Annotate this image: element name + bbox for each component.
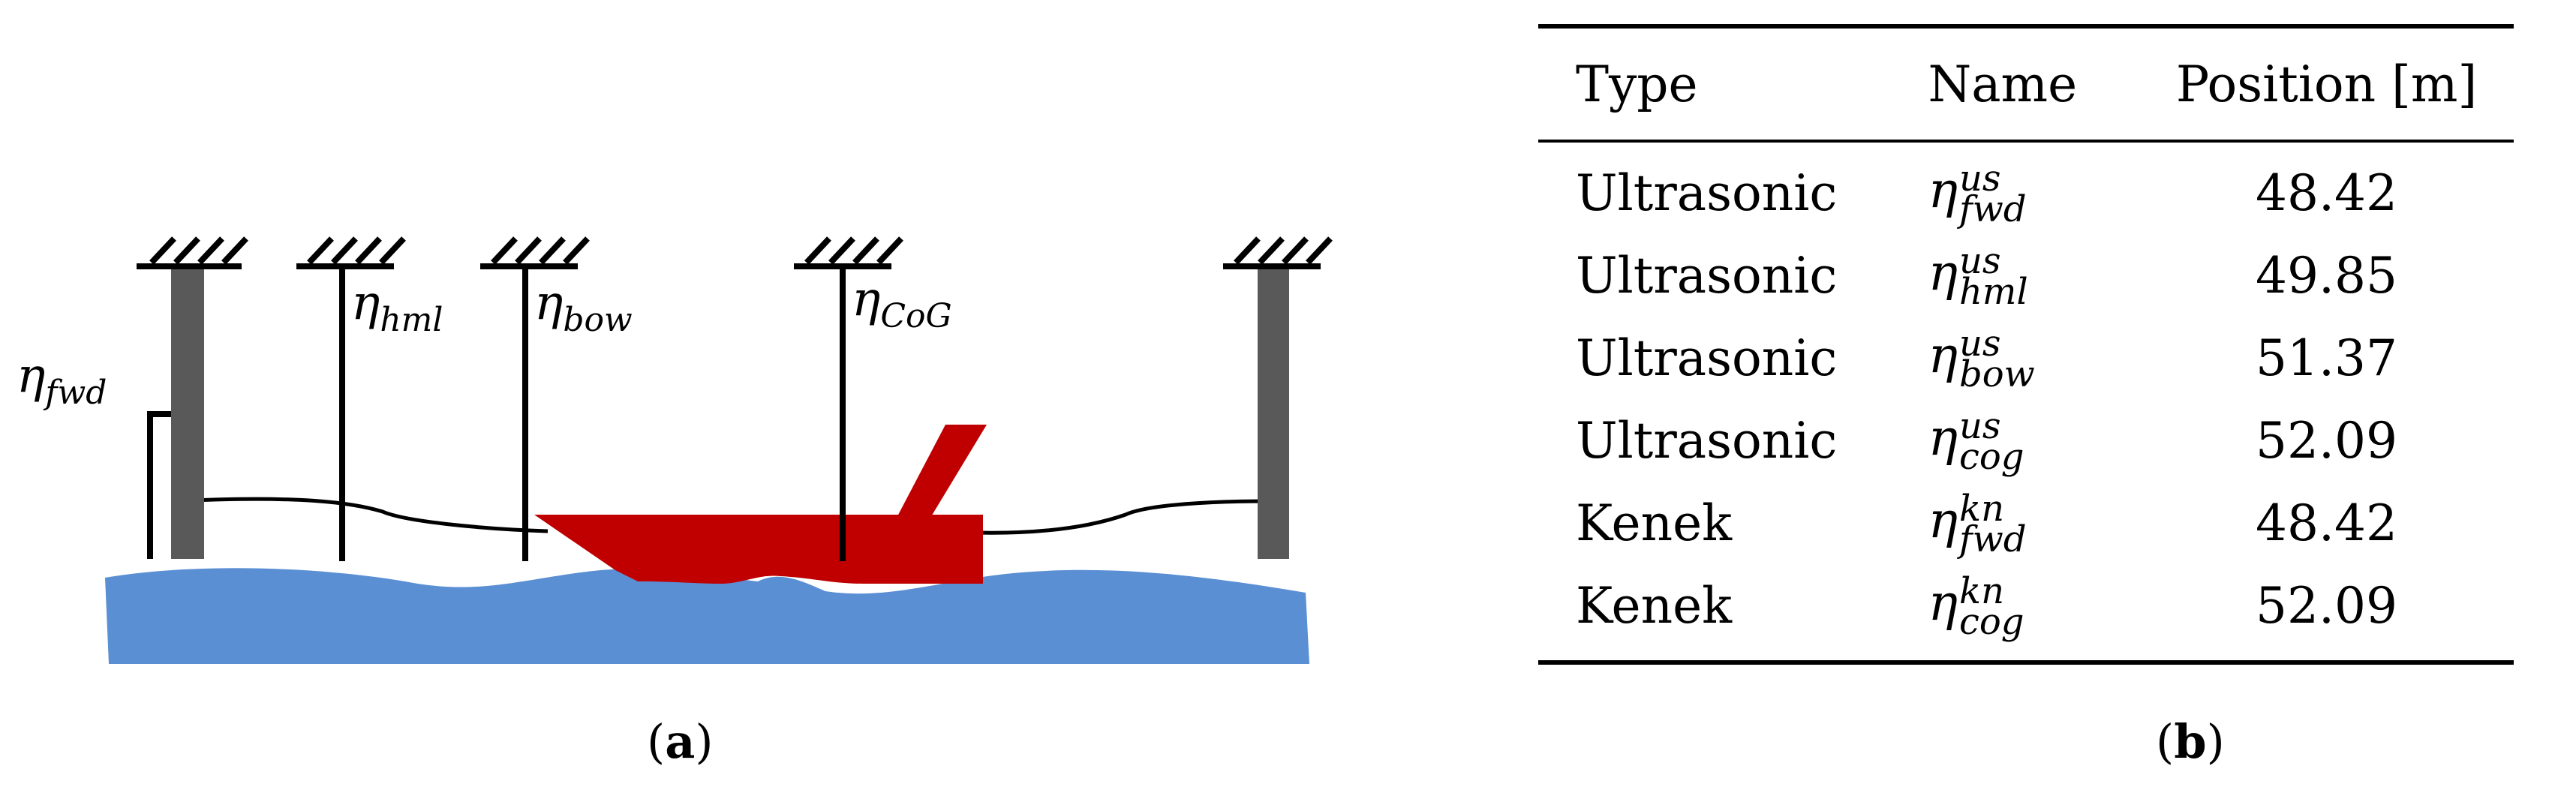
caption-b: (b) (2156, 714, 2225, 769)
left-tank-wall (171, 266, 204, 559)
cell-position: 49.85 (2256, 246, 2397, 305)
label-eta-hml: ηhml (351, 275, 443, 339)
header-type: Type (1576, 55, 1698, 113)
cell-type: Ultrasonic (1576, 164, 1838, 222)
cell-type: Ultrasonic (1576, 411, 1838, 470)
cell-type: Kenek (1538, 564, 1891, 665)
right-tank-wall (1258, 266, 1289, 559)
cell-position: 48.42 (2256, 494, 2397, 552)
cell-type: Ultrasonic (1576, 246, 1838, 305)
wave-gauge-cable (176, 497, 549, 533)
cell-position: 51.37 (2256, 329, 2397, 387)
label-eta-cog: ηCoG (852, 272, 952, 335)
ship-hull (534, 515, 983, 584)
label-eta-bow: ηbow (534, 275, 633, 339)
cell-type: Ultrasonic (1576, 329, 1838, 387)
header-name: Name (1928, 55, 2078, 113)
caption-a: (a) (647, 714, 714, 769)
label-eta-fwd: ηfwd (17, 348, 107, 412)
water-surface (105, 568, 1309, 664)
cell-position: 52.09 (2256, 411, 2397, 470)
cell-type: Kenek (1576, 494, 1733, 552)
gauge-rod-fwd (147, 411, 171, 559)
cell-position: 52.09 (2117, 564, 2514, 665)
towing-tank-diagram: ηfwd ηhml ηbow ηCoG (17, 236, 1333, 664)
wave-gauge-cable-right (975, 499, 1269, 535)
ship-superstructure (897, 425, 987, 518)
table-header-row: Type Name Position [m] (1538, 26, 2514, 141)
header-position: Position [m] (2175, 55, 2478, 113)
cell-position: 48.42 (2256, 164, 2397, 222)
mount-hatches (137, 236, 1333, 269)
